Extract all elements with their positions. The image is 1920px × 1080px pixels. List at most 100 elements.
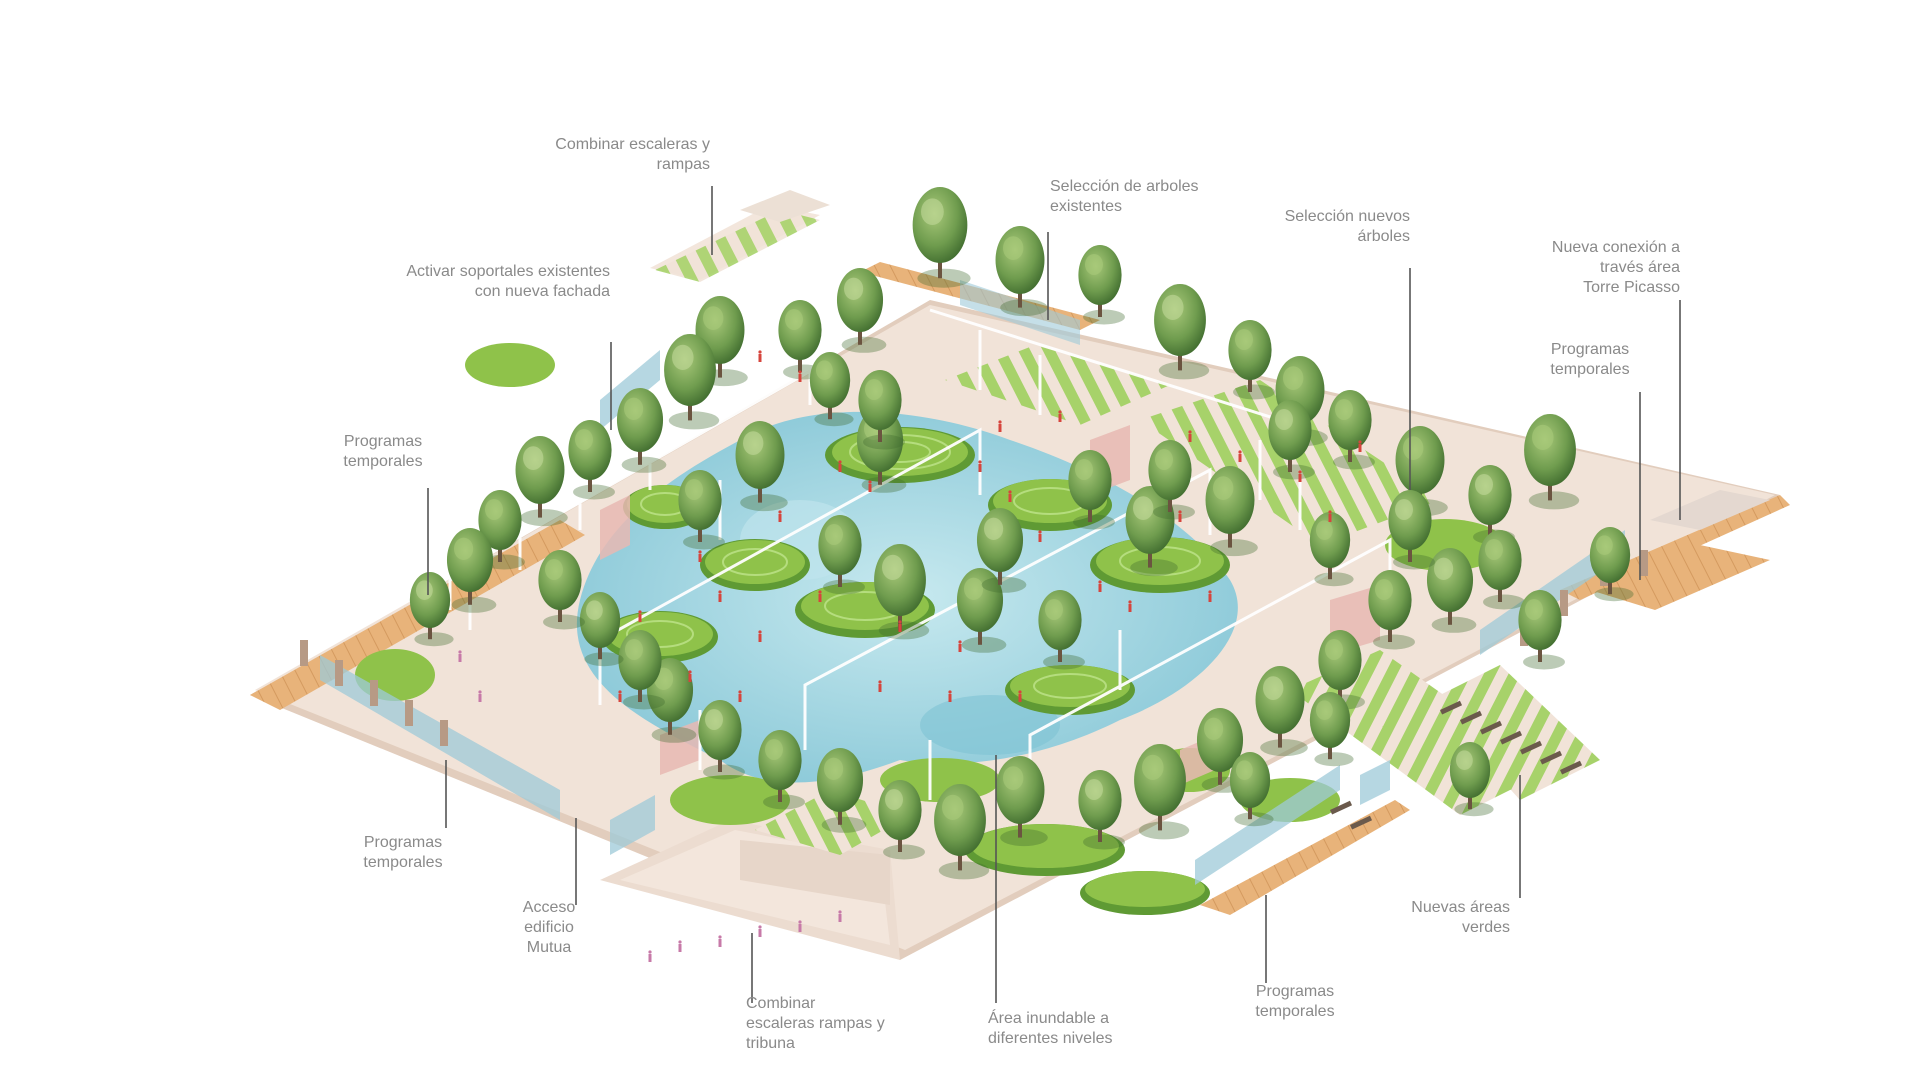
person [868,480,872,492]
tree [1268,400,1315,480]
tree [1154,284,1210,380]
person [688,670,692,682]
person [798,370,802,382]
tree [878,780,925,860]
person [478,690,482,702]
person [898,620,902,632]
person [678,940,682,952]
tree [912,187,971,288]
tree [1518,590,1565,670]
tree [1196,708,1247,793]
annotation-new-trees: Selección nuevos árboles [1284,208,1410,245]
tree [1449,742,1494,817]
annotation-existing-trees: Selección de arboles existentes [1050,178,1199,215]
annotation-temp-programs-left: Programas temporales [343,433,423,470]
annotation-stairs-tribune: Combinar escaleras rampas y tribuna [746,995,885,1052]
person [1058,410,1062,422]
tree [1068,450,1115,530]
person [798,920,802,932]
tree [976,508,1027,593]
person [878,680,882,692]
annotation-temp-programs-bottom-left: Programas temporales [363,834,443,871]
person [648,950,652,962]
tree [934,784,990,880]
tree [1388,490,1435,570]
tree [778,300,825,380]
person [458,650,462,662]
person [698,550,702,562]
person [1328,510,1332,522]
tree [1524,414,1580,510]
annotation-stairs-ramps-top: Combinar escaleras y rampas [555,136,710,173]
tree [1368,570,1415,650]
tree [858,370,905,450]
tree [1038,590,1085,670]
person [1208,590,1212,602]
person [718,590,722,602]
annotation-temp-programs-bottom: Programas temporales [1255,983,1335,1020]
tree [1148,440,1195,520]
person [978,460,982,472]
person [838,910,842,922]
tree [568,420,615,500]
person [758,925,762,937]
person [1098,580,1102,592]
tree [1078,770,1125,850]
person [618,690,622,702]
tree [956,568,1007,653]
glass-facades [300,280,1648,885]
annotation-flood-area: Área inundable a diferentes niveles [988,1010,1113,1047]
tree [874,544,930,640]
tree [1589,527,1634,602]
bottom-tribune [600,820,900,960]
tree [1134,744,1190,840]
annotation-picasso-connection: Nueva conexión a través área Torre Picas… [1551,239,1680,296]
annotation-porticos: Activar soportales existentes con nueva … [406,263,610,300]
tree [616,388,667,473]
tree [579,592,624,667]
tree [818,515,865,595]
annotation-new-green-areas: Nuevas áreas verdes [1411,899,1510,936]
person [1128,600,1132,612]
benches [1330,700,1583,830]
person [718,935,722,947]
annotation-temp-programs-right: Programas temporales [1550,341,1630,378]
person [958,640,962,652]
tree [446,528,497,613]
tree [478,490,525,570]
person [758,630,762,642]
tree [698,700,745,780]
person [1238,450,1242,462]
person [758,350,762,362]
tree [1229,752,1274,827]
person [818,590,822,602]
tree [1078,245,1125,325]
person [998,420,1002,432]
tree [1328,390,1375,470]
tree [1125,486,1178,577]
tree [664,334,720,430]
tree [1205,466,1258,557]
person [838,460,842,472]
tree [995,756,1048,847]
person [778,510,782,522]
tree [758,730,805,810]
person [1018,690,1022,702]
person [738,690,742,702]
tree [995,226,1048,317]
tree [809,352,854,427]
tree [1228,320,1275,400]
tree [735,421,788,512]
tree [1426,548,1477,633]
tree [1478,530,1525,610]
person [1188,430,1192,442]
person [638,610,642,622]
tree [816,748,867,833]
tree [515,436,568,527]
top-stairs [650,190,830,282]
tree [678,470,725,550]
person [1178,510,1182,522]
leader-lines [427,186,1681,1003]
tree [836,268,887,353]
